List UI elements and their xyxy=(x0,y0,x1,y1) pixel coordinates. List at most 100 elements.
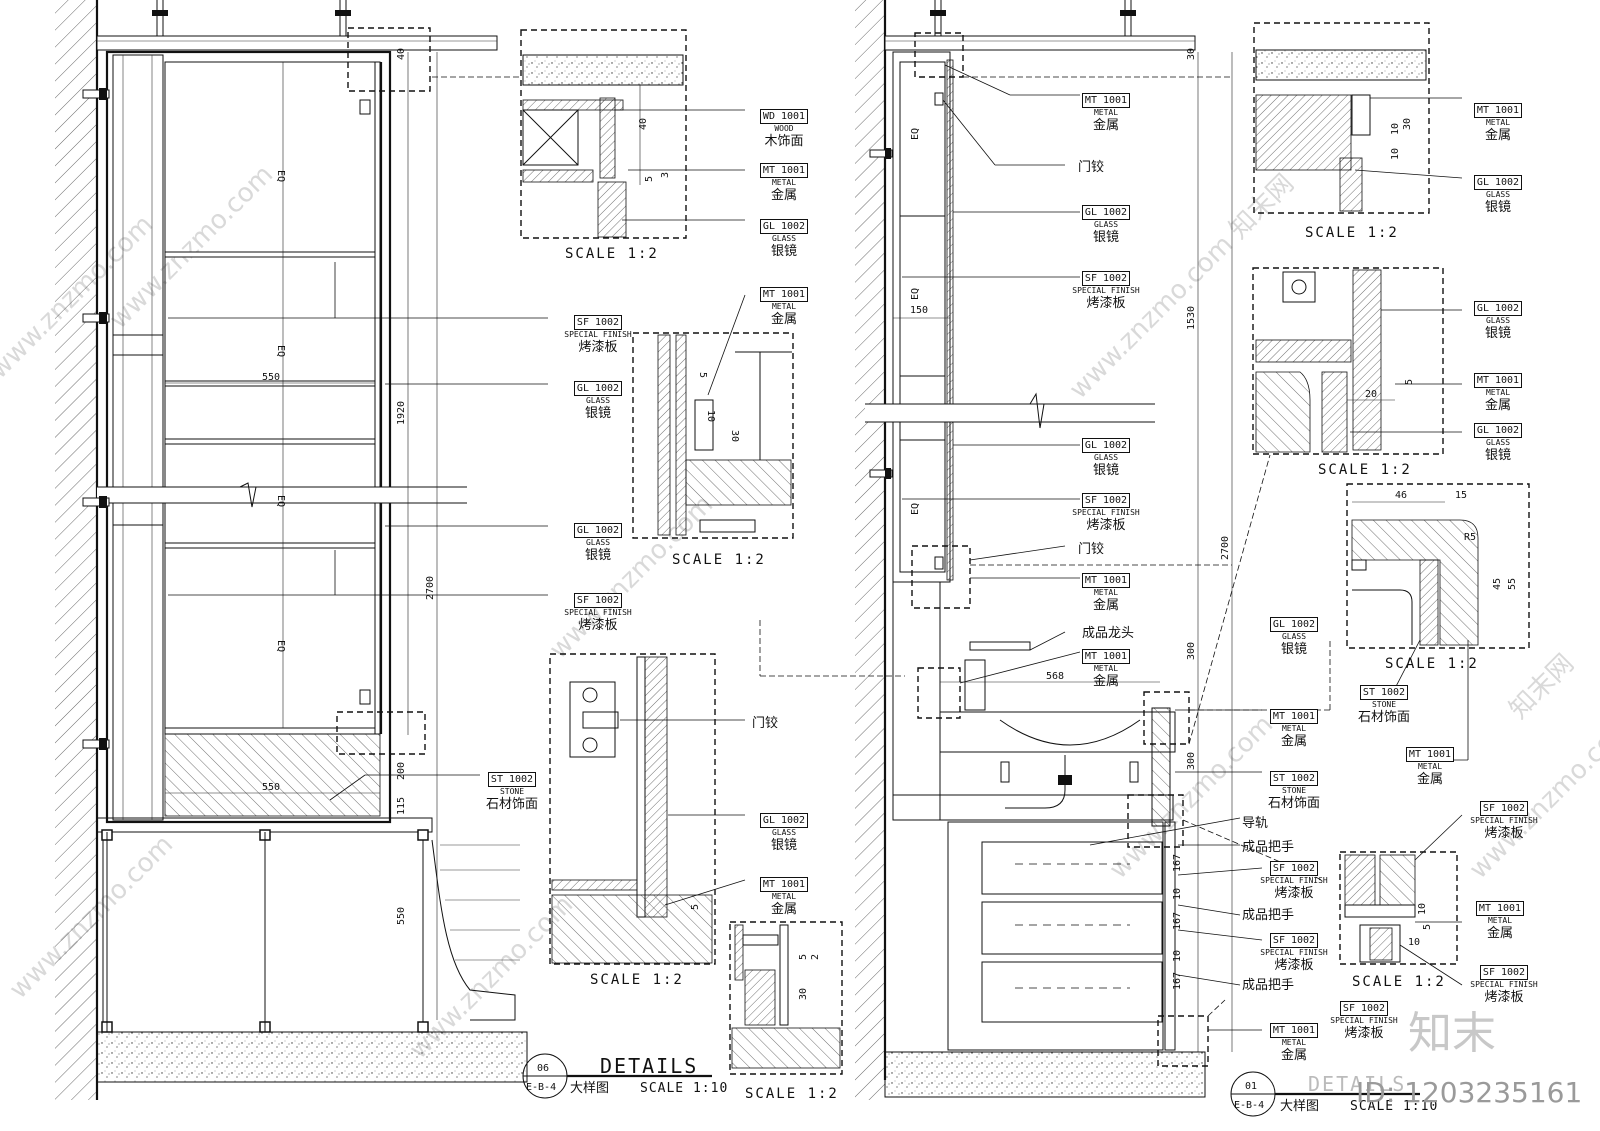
r-dim-eq-4: EQ xyxy=(910,503,921,515)
r-dim-150: 150 xyxy=(910,305,928,316)
r-dim-1530: 1530 xyxy=(1186,306,1197,330)
dim-eq-3: EQ xyxy=(275,495,286,507)
left-elevation-labels xyxy=(168,262,548,801)
detail-c: 5 SCALE 1:2 xyxy=(549,653,746,988)
detail-d: 5 2 30 SCALE 1:2 xyxy=(729,921,843,1102)
detail-b-scale: SCALE 1:2 xyxy=(672,552,766,568)
r-dim-167a: 167 xyxy=(1172,854,1183,872)
dim-1920: 1920 xyxy=(396,401,407,425)
dim-h-10a: 10 xyxy=(1417,903,1428,915)
dim-a-5: 5 xyxy=(644,176,655,182)
dim-115: 115 xyxy=(396,797,407,815)
dim-a-3: 3 xyxy=(660,172,671,178)
dim-b-30: 30 xyxy=(729,430,740,442)
watermark-site: www.znzmo.com xyxy=(1064,230,1239,405)
dim-f-5: 5 xyxy=(1404,379,1415,385)
watermark-cn: 知末网 xyxy=(1224,169,1300,245)
detail-h-scale: SCALE 1:2 xyxy=(1352,974,1446,990)
dim-550-top: 550 xyxy=(262,372,280,383)
title-left-title: DETAILS xyxy=(600,1054,698,1078)
r-dim-10a: 10 xyxy=(1172,888,1183,900)
watermark-site: www.znzmo.com xyxy=(544,490,719,665)
dim-40: 40 xyxy=(396,48,407,60)
dim-g-r5: R5 xyxy=(1464,532,1476,543)
dim-g-46: 46 xyxy=(1395,490,1407,501)
dim-eq-4: EQ xyxy=(275,640,286,652)
dim-d-2: 2 xyxy=(810,954,821,960)
dim-a-40: 40 xyxy=(638,118,649,130)
dim-200: 200 xyxy=(396,762,407,780)
watermark-logo: 知末 xyxy=(1408,1008,1496,1059)
title-left-ref: E-B-4 xyxy=(526,1082,556,1093)
r-dim-10b: 10 xyxy=(1172,950,1183,962)
r-dim-568: 568 xyxy=(1046,671,1064,682)
title-right-cn: 大样图 xyxy=(1280,1099,1319,1114)
r-dim-300a: 300 xyxy=(1186,642,1197,660)
detail-e-scale: SCALE 1:2 xyxy=(1305,225,1399,241)
title-right-scale: SCALE 1:10 xyxy=(1350,1099,1438,1114)
detail-a: 40 5 3 SCALE 1:2 xyxy=(520,29,745,262)
watermark-cn: 知末网 xyxy=(1504,649,1580,725)
right-elevation: EQ EQ EQ EQ 150 xyxy=(855,0,1233,1100)
dim-c-5: 5 xyxy=(690,904,701,910)
note-hinge-c: 门铰 xyxy=(752,716,779,731)
detail-f-scale: SCALE 1:2 xyxy=(1318,462,1412,478)
title-left-number: 06 xyxy=(537,1063,549,1074)
note-handle-2: 成品把手 xyxy=(1242,908,1295,923)
dim-g-15: 15 xyxy=(1455,490,1467,501)
title-right-number: 01 xyxy=(1245,1081,1257,1092)
r-dim-30: 30 xyxy=(1186,48,1197,60)
dim-550-base: 550 xyxy=(262,782,280,793)
dim-g-45: 45 xyxy=(1492,578,1503,590)
dim-2700: 2700 xyxy=(425,576,436,600)
dim-h-10b: 10 xyxy=(1408,937,1420,948)
detail-b: 5 30 10 SCALE 1:2 xyxy=(632,294,794,568)
title-block-right: 01 E-B-4 DETAILS 大样图 SCALE 1:10 xyxy=(1230,1071,1438,1117)
r-dim-167c: 167 xyxy=(1172,972,1183,990)
r-dim-300b: 300 xyxy=(1186,752,1197,770)
title-right-ref: E-B-4 xyxy=(1234,1100,1264,1111)
title-left-cn: 大样图 xyxy=(570,1081,609,1096)
r-dim-eq-1: EQ xyxy=(910,128,921,140)
detail-g-scale: SCALE 1:2 xyxy=(1385,656,1479,672)
dim-h-5: 5 xyxy=(1422,924,1433,930)
detail-g: 46 15 R5 45 55 SCALE 1:2 xyxy=(1346,483,1530,761)
detail-f: 20 5 SCALE 1:2 xyxy=(1252,267,1462,478)
title-left-scale: SCALE 1:10 xyxy=(640,1081,728,1096)
detail-c-scale: SCALE 1:2 xyxy=(590,972,684,988)
detail-e: 30 10 10 SCALE 1:2 xyxy=(1253,22,1463,241)
dim-eq-2: EQ xyxy=(275,345,286,357)
dim-b-10: 10 xyxy=(705,410,716,422)
left-elevation: EQ EQ EQ EQ 550 550 1920 2700 200 115 40… xyxy=(55,0,528,1100)
dim-e-10b: 10 xyxy=(1390,148,1401,160)
dim-d-30: 30 xyxy=(798,988,809,1000)
title-right-title: DETAILS xyxy=(1308,1072,1406,1096)
detail-h: 10 5 10 SCALE 1:2 xyxy=(1339,814,1463,990)
